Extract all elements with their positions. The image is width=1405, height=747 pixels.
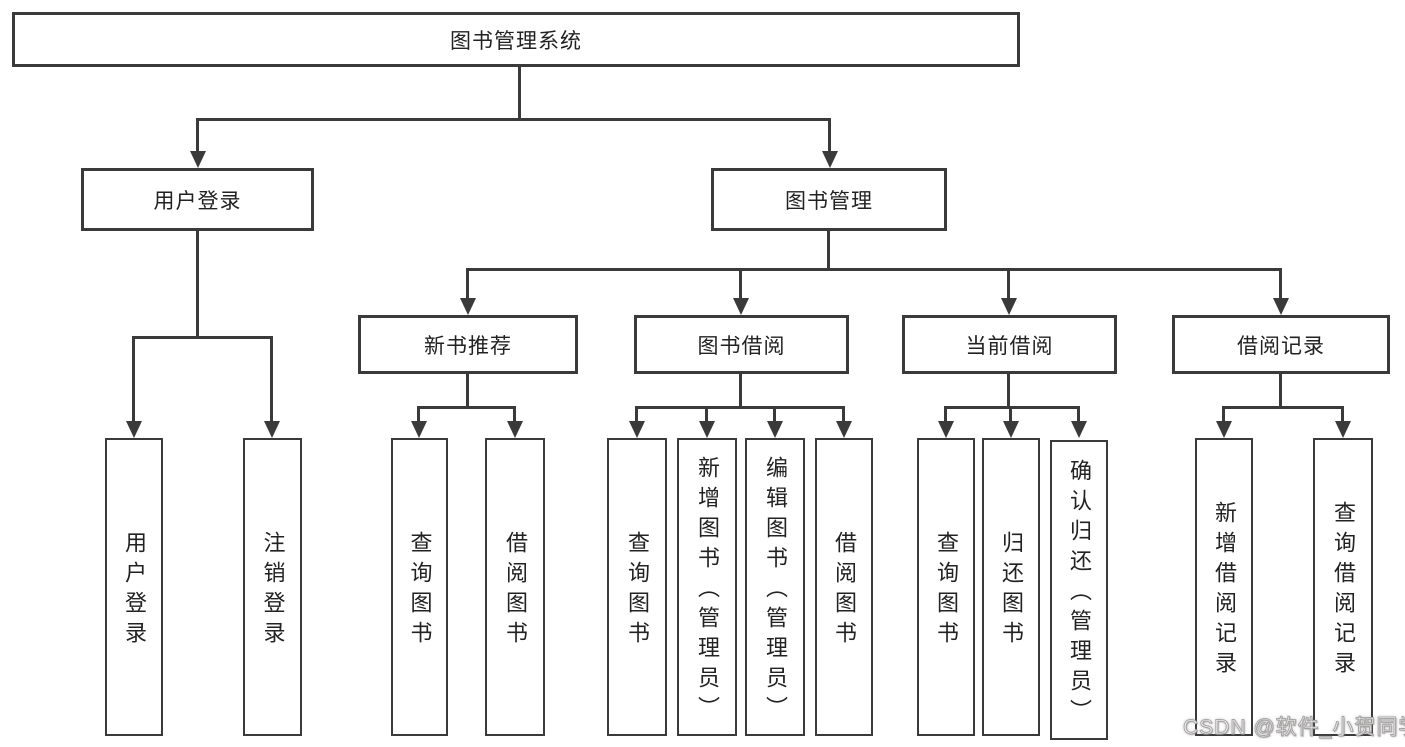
leaf-query-books: 查询图书 bbox=[607, 438, 667, 736]
leaf-label: 归还图书 bbox=[999, 531, 1024, 651]
leaf-label: 查询图书 bbox=[625, 531, 650, 651]
connector-line bbox=[1007, 268, 1010, 298]
connector-line bbox=[635, 406, 845, 409]
leaf-borrow-books: 借阅图书 bbox=[815, 438, 873, 736]
connector-line bbox=[1222, 406, 1225, 421]
connector-line bbox=[944, 406, 1080, 409]
node-borrow-records: 借阅记录 bbox=[1172, 315, 1390, 374]
leaf-label: 用户登录 bbox=[122, 531, 147, 651]
node-book-borrow: 图书借阅 bbox=[634, 315, 849, 374]
connector-line bbox=[739, 374, 742, 406]
connector-line bbox=[513, 406, 516, 421]
leaf-label: 借阅图书 bbox=[503, 531, 528, 651]
connector-line bbox=[518, 67, 521, 118]
connector-arrow-down-icon bbox=[822, 151, 838, 168]
connector-arrow-down-icon bbox=[629, 421, 645, 438]
connector-line bbox=[417, 406, 420, 421]
leaf-label: 查询图书 bbox=[934, 531, 959, 651]
node-label: 图书管理 bbox=[785, 189, 873, 213]
connector-line bbox=[635, 406, 638, 421]
node-book-management: 图书管理 bbox=[711, 168, 947, 231]
connector-line bbox=[270, 336, 273, 421]
leaf-logout: 注销登录 bbox=[243, 438, 302, 736]
leaf-query-books: 查询图书 bbox=[391, 438, 448, 736]
leaf-label: 查询图书 bbox=[407, 531, 433, 651]
connector-line bbox=[196, 231, 199, 336]
connector-line bbox=[773, 406, 776, 421]
connector-arrow-down-icon bbox=[264, 421, 280, 438]
connector-line bbox=[1077, 406, 1080, 421]
leaf-label: 编辑图书（管理员） bbox=[763, 456, 788, 726]
node-new-book-recommend: 新书推荐 bbox=[358, 315, 578, 374]
connector-line bbox=[1009, 406, 1012, 421]
csdn-watermark: CSDN @软件_小贺同学 bbox=[1182, 716, 1405, 740]
connector-line bbox=[842, 406, 845, 421]
connector-line bbox=[196, 118, 199, 151]
connector-arrow-down-icon bbox=[1001, 298, 1017, 315]
node-label: 图书管理系统 bbox=[450, 29, 582, 53]
connector-line bbox=[1279, 268, 1282, 298]
node-current-borrow: 当前借阅 bbox=[902, 315, 1117, 374]
connector-line bbox=[705, 406, 708, 421]
connector-line bbox=[417, 406, 516, 409]
connector-arrow-down-icon bbox=[190, 151, 206, 168]
connector-line bbox=[466, 268, 1282, 271]
leaf-add-books-admin: 新增图书（管理员） bbox=[677, 438, 737, 736]
connector-arrow-down-icon bbox=[836, 421, 852, 438]
leaf-edit-books-admin: 编辑图书（管理员） bbox=[745, 438, 805, 736]
connector-line bbox=[1222, 406, 1344, 409]
connector-line bbox=[132, 336, 273, 339]
leaf-label: 借阅图书 bbox=[832, 531, 857, 651]
connector-line bbox=[466, 374, 469, 406]
connector-line bbox=[196, 118, 831, 121]
leaf-label: 确认归还（管理员） bbox=[1067, 459, 1092, 729]
node-user-login: 用户登录 bbox=[81, 168, 314, 231]
node-label: 用户登录 bbox=[153, 189, 242, 213]
connector-line bbox=[828, 118, 831, 151]
leaf-label: 注销登录 bbox=[260, 531, 286, 651]
node-label: 新书推荐 bbox=[424, 334, 512, 358]
connector-arrow-down-icon bbox=[1071, 421, 1087, 438]
node-book-management-system: 图书管理系统 bbox=[12, 12, 1020, 67]
connector-arrow-down-icon bbox=[126, 421, 142, 438]
connector-line bbox=[827, 231, 830, 268]
connector-arrow-down-icon bbox=[699, 421, 715, 438]
connector-line bbox=[466, 268, 469, 298]
connector-arrow-down-icon bbox=[1335, 421, 1351, 438]
leaf-confirm-return-admin: 确认归还（管理员） bbox=[1050, 440, 1108, 740]
connector-arrow-down-icon bbox=[411, 421, 427, 438]
leaf-borrow-books: 借阅图书 bbox=[485, 438, 545, 736]
connector-line bbox=[1007, 374, 1010, 406]
connector-arrow-down-icon bbox=[1216, 421, 1232, 438]
node-label: 当前借阅 bbox=[965, 334, 1054, 358]
connector-arrow-down-icon bbox=[1003, 421, 1019, 438]
connector-arrow-down-icon bbox=[938, 421, 954, 438]
leaf-return-books: 归还图书 bbox=[982, 438, 1040, 736]
connector-arrow-down-icon bbox=[1273, 298, 1289, 315]
leaf-label: 新增借阅记录 bbox=[1212, 501, 1237, 681]
leaf-user-login: 用户登录 bbox=[105, 438, 163, 736]
node-label: 图书借阅 bbox=[697, 334, 786, 358]
connector-arrow-down-icon bbox=[767, 421, 783, 438]
connector-line bbox=[1341, 406, 1344, 421]
leaf-query-borrow-record: 查询借阅记录 bbox=[1313, 438, 1373, 736]
connector-line bbox=[944, 406, 947, 421]
leaf-label: 查询借阅记录 bbox=[1331, 501, 1356, 681]
node-label: 借阅记录 bbox=[1237, 334, 1325, 358]
connector-arrow-down-icon bbox=[733, 298, 749, 315]
leaf-label: 新增图书（管理员） bbox=[695, 456, 720, 726]
connector-line bbox=[132, 336, 135, 421]
leaf-add-borrow-record: 新增借阅记录 bbox=[1195, 438, 1253, 736]
connector-arrow-down-icon bbox=[507, 421, 523, 438]
connector-arrow-down-icon bbox=[460, 298, 476, 315]
leaf-query-books: 查询图书 bbox=[917, 438, 975, 736]
connector-line bbox=[739, 268, 742, 298]
connector-line bbox=[1279, 374, 1282, 406]
